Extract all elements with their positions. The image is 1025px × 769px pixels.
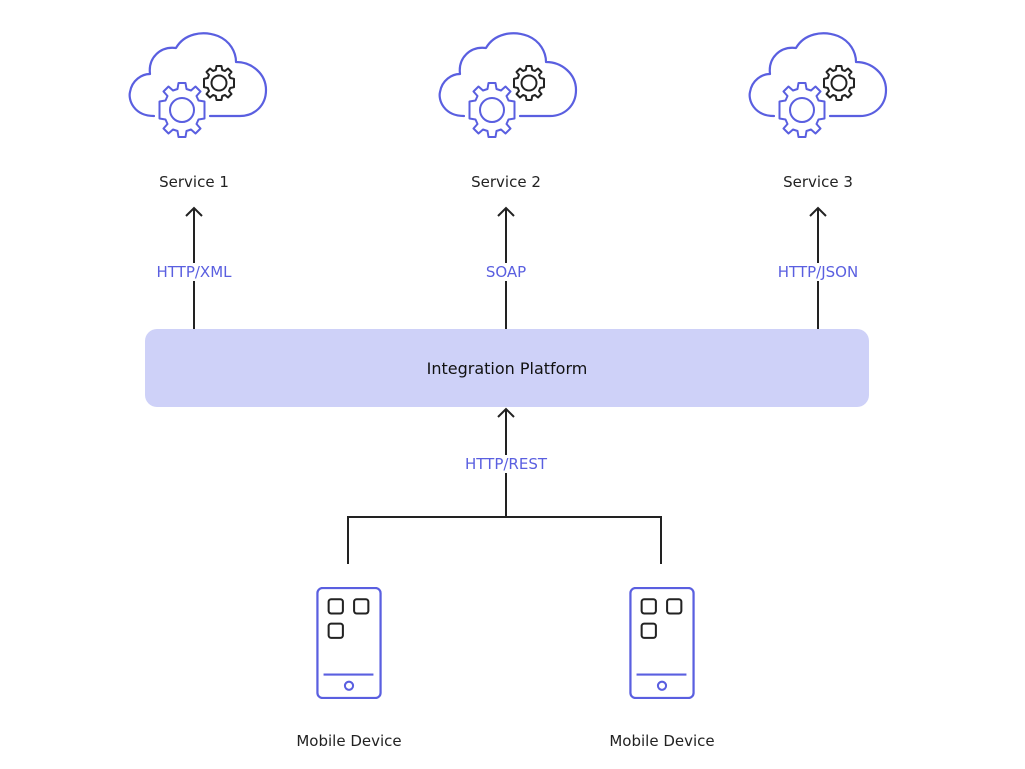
platform-label: Integration Platform [426,358,588,378]
service-label: Service 2 [471,173,541,191]
client-protocol-label: HTTP/REST [462,455,550,473]
service-label: Service 1 [159,173,229,191]
device-label: Mobile Device [609,732,715,750]
arrow-devices-to-platform [347,408,662,564]
protocol-label: SOAP [483,263,529,281]
protocol-label: HTTP/JSON [775,263,861,281]
protocol-label-wrap: HTTP/XML [134,252,254,292]
device-label: Mobile Device [296,732,402,750]
protocol-label-wrap: HTTP/JSON [758,252,878,292]
protocol-label: HTTP/XML [154,263,234,281]
cloud-gears-icon [438,32,578,139]
protocol-label-wrap: HTTP/REST [436,446,576,482]
protocol-label-wrap: SOAP [446,252,566,292]
service-label: Service 3 [783,173,853,191]
cloud-gears-icon [748,32,888,139]
mobile-phone-icon [629,587,695,699]
mobile-phone-icon [316,587,382,699]
cloud-gears-icon [128,32,268,139]
integration-platform: Integration Platform [145,329,869,407]
